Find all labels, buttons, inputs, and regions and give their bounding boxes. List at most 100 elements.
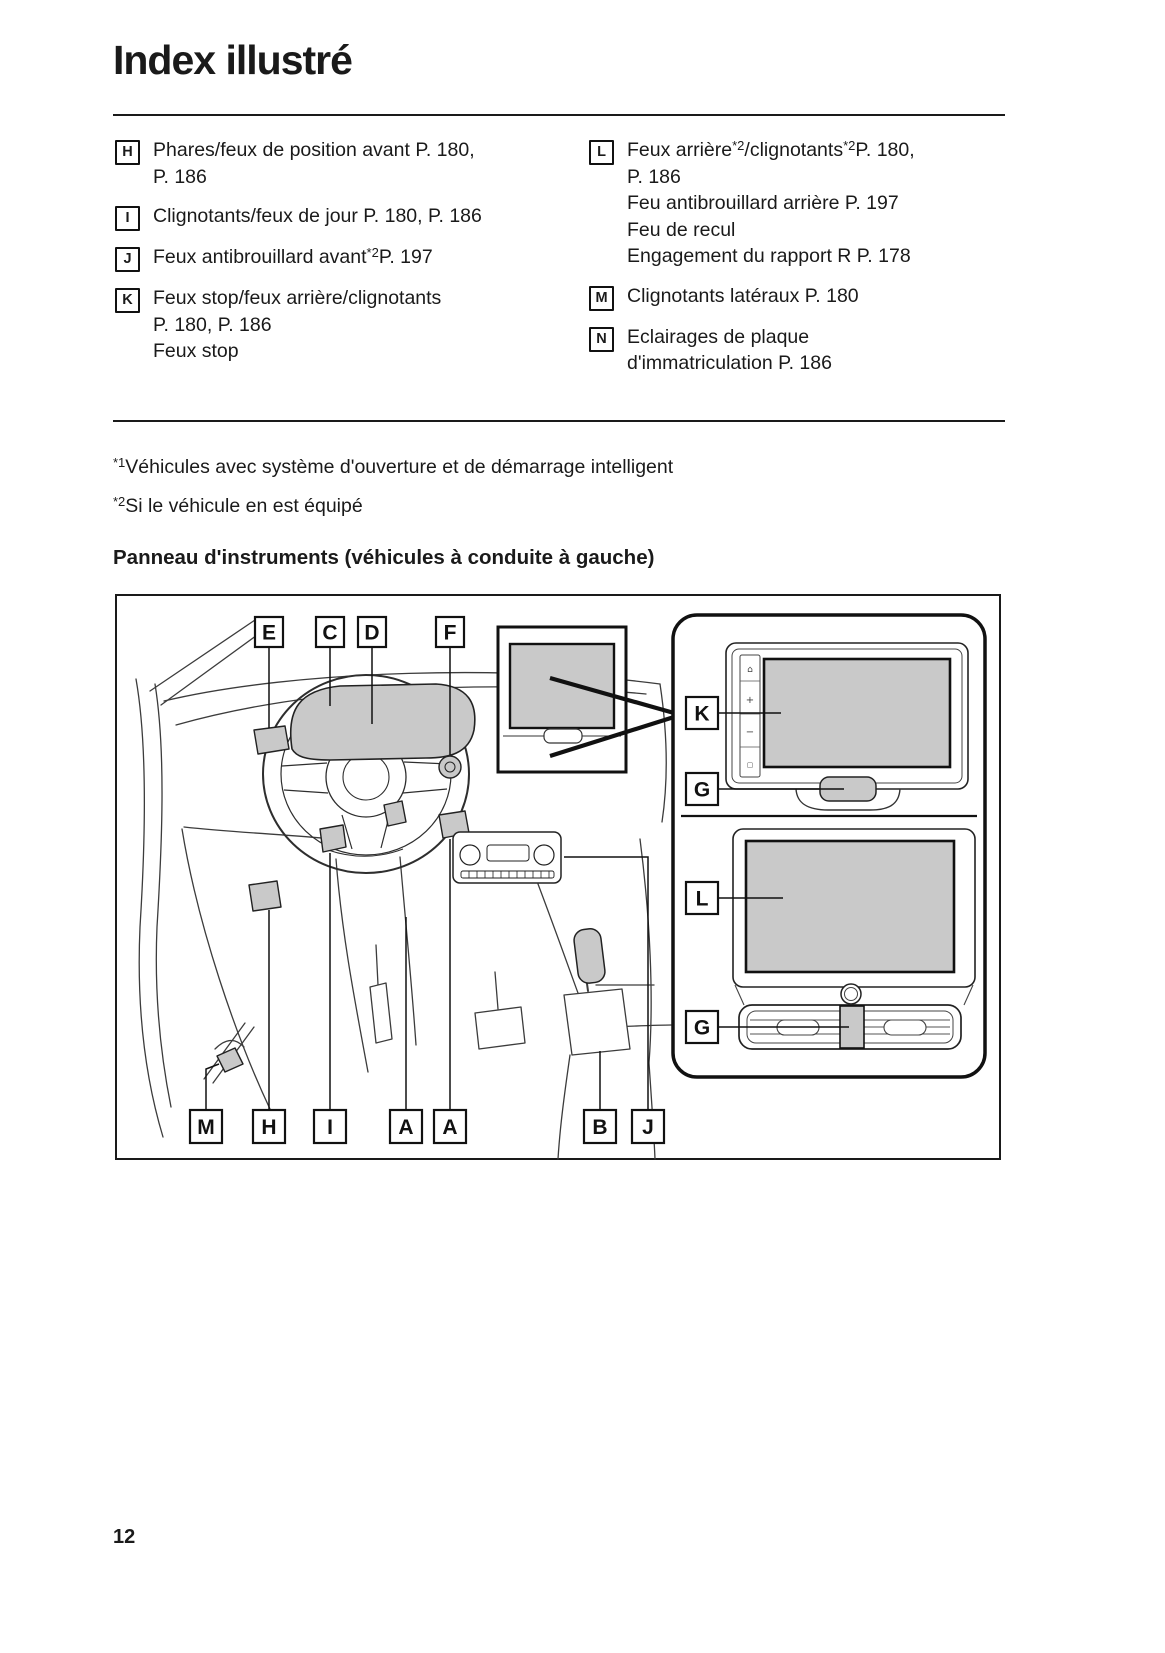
legend-key-J: J	[115, 247, 140, 272]
center-display-tab	[543, 727, 583, 744]
highlighted-components	[216, 682, 606, 1073]
dash-right-edge	[659, 682, 667, 823]
legend-line: Eclairages de plaque	[627, 325, 810, 348]
wheel-switch-right	[383, 799, 407, 827]
callout-box-M	[188, 1108, 224, 1144]
menu-icon: ▢	[747, 761, 754, 769]
callout-letter-L: L	[696, 887, 709, 910]
callout-box-J	[630, 1108, 666, 1144]
volume-knob	[840, 982, 862, 1005]
callout-letter-D: D	[364, 621, 379, 644]
shift-knob	[573, 927, 606, 984]
callout-letter-G: G	[694, 778, 710, 801]
top-rule	[113, 114, 1005, 116]
legend-line: P. 186	[153, 165, 207, 188]
callout-letter-A: A	[442, 1116, 457, 1139]
callout-box-K	[684, 695, 720, 730]
callout-letter-C: C	[322, 621, 337, 644]
footnotes: *1Véhicules avec système d'ouverture et …	[113, 454, 1005, 519]
sill-arc	[214, 1039, 245, 1050]
callout-box-C	[314, 615, 346, 648]
callout-letter-I: I	[327, 1116, 333, 1139]
legend-item-J: J Feux antibrouillard avant*2P. 197	[113, 244, 565, 272]
legend-line: Feu antibrouillard arrière P. 197	[627, 192, 899, 214]
audio-panel-body	[452, 830, 562, 884]
legend-line: P. 186	[627, 165, 681, 188]
callout-box-F	[434, 615, 466, 648]
callout-letter-J: J	[642, 1116, 654, 1139]
console-lower-left	[557, 1053, 571, 1160]
pedal-arms	[375, 943, 499, 1010]
legend-text: Clignotants latéraux P. 180	[627, 283, 859, 311]
knee-panel-line	[183, 825, 331, 840]
footnote: *2Si le véhicule en est équipé	[113, 493, 363, 517]
callout-letter-B: B	[592, 1116, 607, 1139]
wheel-rim-outer	[262, 673, 470, 874]
callout-box-A	[388, 1108, 424, 1144]
callout-box-D	[356, 615, 388, 648]
audio-knob-right	[533, 843, 555, 866]
legend-line: Feux antibrouillard avant*2P. 197	[153, 245, 433, 268]
wheel-lower-arc	[327, 848, 404, 857]
wheel-spokes	[281, 760, 450, 794]
footnote-marker: *1	[113, 454, 126, 470]
legend-key-N: N	[589, 326, 614, 352]
legend-text: Phares/feux de position avant P. 180, P. …	[153, 137, 475, 190]
climate-screen	[744, 839, 956, 973]
enlarged-views-panel: ⌂ + − ▢	[671, 612, 987, 1079]
legend-key-M: M	[589, 285, 614, 311]
callout-box-L	[684, 880, 720, 915]
brake-pedal	[474, 1005, 526, 1050]
console-left-line	[537, 882, 579, 994]
footnote: *1Véhicules avec système d'ouverture et …	[113, 454, 674, 478]
callout-letter-E: E	[262, 621, 276, 644]
column-cover-right	[399, 855, 417, 1046]
center-display-unit	[496, 625, 675, 773]
callout-letter-F: F	[444, 621, 457, 644]
shifter-boot	[563, 987, 631, 1056]
console-right-line	[639, 837, 652, 1064]
screen1-tray-housing	[795, 788, 901, 811]
callout-box-G	[684, 771, 720, 806]
legend-line: Phares/feux de position avant P. 180,	[153, 139, 475, 161]
zoom-callout-lines	[549, 675, 675, 758]
callout-letter-H: H	[261, 1116, 276, 1139]
light-control-stalk	[253, 724, 290, 755]
release-lever	[216, 1046, 244, 1073]
page-number: 12	[113, 1526, 136, 1548]
legend-line: Feux stop/feux arrière/clignotants	[153, 287, 442, 309]
page-title: Index illustré	[113, 37, 353, 83]
home-icon: ⌂	[747, 665, 753, 675]
legend-key-K: K	[115, 288, 140, 313]
callout-box-E	[253, 615, 285, 648]
callout-letter-A: A	[398, 1116, 413, 1139]
start-switch	[438, 754, 462, 779]
callout-letter-K: K	[694, 702, 709, 725]
legend-text: Feux antibrouillard avant*2P. 197	[153, 244, 433, 272]
legend-key-I: I	[115, 206, 140, 231]
callout-box-G	[684, 1009, 720, 1044]
instrument-cluster	[289, 682, 476, 761]
legend-line: Engagement du rapport R P. 178	[627, 245, 911, 267]
screen1-button-strip	[739, 654, 761, 777]
manual-page: Index illustré H Phares/feux de position …	[113, 37, 1005, 1168]
legend-line: Feux arrière*2/clignotants*2P. 180,	[627, 138, 915, 161]
button-strip-separators	[740, 680, 760, 747]
legend-key-H: H	[115, 140, 140, 165]
legend-line: Clignotants/feux de jour P. 180, P. 186	[153, 205, 482, 227]
bottom-rule	[113, 419, 1005, 422]
wheel-switch-left	[319, 823, 347, 853]
door-edge-outer	[135, 677, 164, 1138]
audio-button-ticks	[468, 870, 550, 878]
legend-line: Feu de recul	[627, 218, 736, 241]
section-heading: Panneau d'instruments (véhicules à condu…	[113, 545, 655, 569]
multimedia-screen	[762, 657, 952, 768]
center-display-screen	[508, 642, 616, 729]
